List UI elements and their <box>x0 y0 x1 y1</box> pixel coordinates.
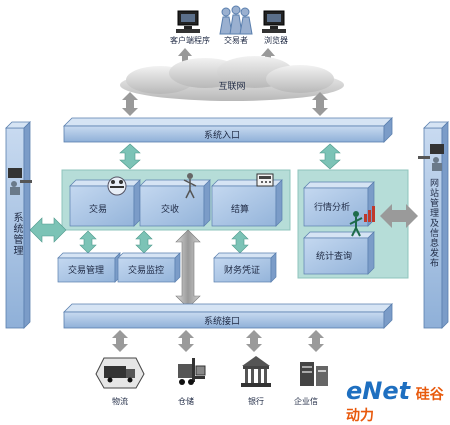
logistics-label: 物流 <box>112 396 128 406</box>
trade-management-label: 交易管理 <box>68 264 104 276</box>
logistics-link-arrow <box>112 330 128 352</box>
market-analysis-label: 行情分析 <box>314 201 350 213</box>
enterprise-server-icon <box>300 362 328 386</box>
trade-management-box <box>57 252 121 283</box>
website-management-bar <box>423 121 449 329</box>
cloud-to-entry-arrow-right <box>312 92 328 116</box>
truck-icon <box>95 357 145 389</box>
finance-voucher-arrow <box>231 230 249 254</box>
publish-link-arrow <box>380 204 418 228</box>
trading-label: 交易 <box>89 203 107 215</box>
enet-brand: eNet <box>346 377 411 405</box>
publisher-workstation-icon <box>418 144 444 171</box>
handshake-icon <box>107 176 127 196</box>
internet-cloud <box>120 56 344 101</box>
trade-monitoring-label: 交易监控 <box>128 264 164 276</box>
browser-label: 浏览器 <box>264 35 288 45</box>
cloud-to-entry-arrow-left <box>122 92 138 116</box>
system-interface-label: 系统接口 <box>204 315 240 327</box>
enterprise-info-label: 企业信 <box>294 396 318 406</box>
enterprise-link-arrow <box>308 330 324 352</box>
internet-label: 互联网 <box>218 81 245 92</box>
clearing-box <box>211 179 283 227</box>
browser-computer-icon <box>262 10 286 33</box>
client-computer-icon <box>176 10 200 33</box>
traders-icon <box>219 5 253 35</box>
stats-query-label: 统计查询 <box>316 250 352 262</box>
trade-mgmt-arrow <box>79 230 97 254</box>
clearing-label: 结算 <box>231 203 249 215</box>
entry-to-trade-arrow <box>119 143 141 170</box>
financial-voucher-box <box>213 252 277 283</box>
calculator-icon <box>256 173 274 187</box>
bank-label: 银行 <box>248 396 264 406</box>
forklift-icon <box>178 358 206 385</box>
bank-link-arrow <box>246 330 262 352</box>
management-link-arrow <box>29 217 67 243</box>
entry-to-market-arrow <box>319 143 341 170</box>
delivery-label: 交收 <box>161 203 179 215</box>
trader-label: 交易者 <box>224 35 248 45</box>
trade-monitor-arrow <box>135 230 153 254</box>
admin-workstation-icon <box>8 168 32 195</box>
system-entry-label: 系统入口 <box>204 129 240 141</box>
trade-monitoring-box <box>117 252 181 283</box>
system-management-label: 系统管理 <box>11 212 22 256</box>
enet-watermark: eNet 硅谷动力 <box>346 377 450 425</box>
architecture-diagram: 客户端程序 交易者 浏览器 互联网 系统入口 <box>5 5 449 424</box>
bank-building-icon <box>241 356 271 387</box>
financial-voucher-label: 财务凭证 <box>224 264 260 276</box>
system-entry-bar <box>63 117 393 143</box>
system-interface-bar <box>63 303 393 329</box>
warehousing-label: 仓储 <box>178 396 194 406</box>
analyst-chart-icon <box>349 206 375 237</box>
client-program-label: 客户端程序 <box>170 35 210 45</box>
delivery-box <box>139 179 211 227</box>
delivery-person-icon <box>183 173 197 199</box>
warehouse-link-arrow <box>178 330 194 352</box>
stats-query-box <box>303 231 375 275</box>
website-management-label: 网站管理及信息发布 <box>428 178 438 268</box>
trading-box <box>69 179 141 227</box>
